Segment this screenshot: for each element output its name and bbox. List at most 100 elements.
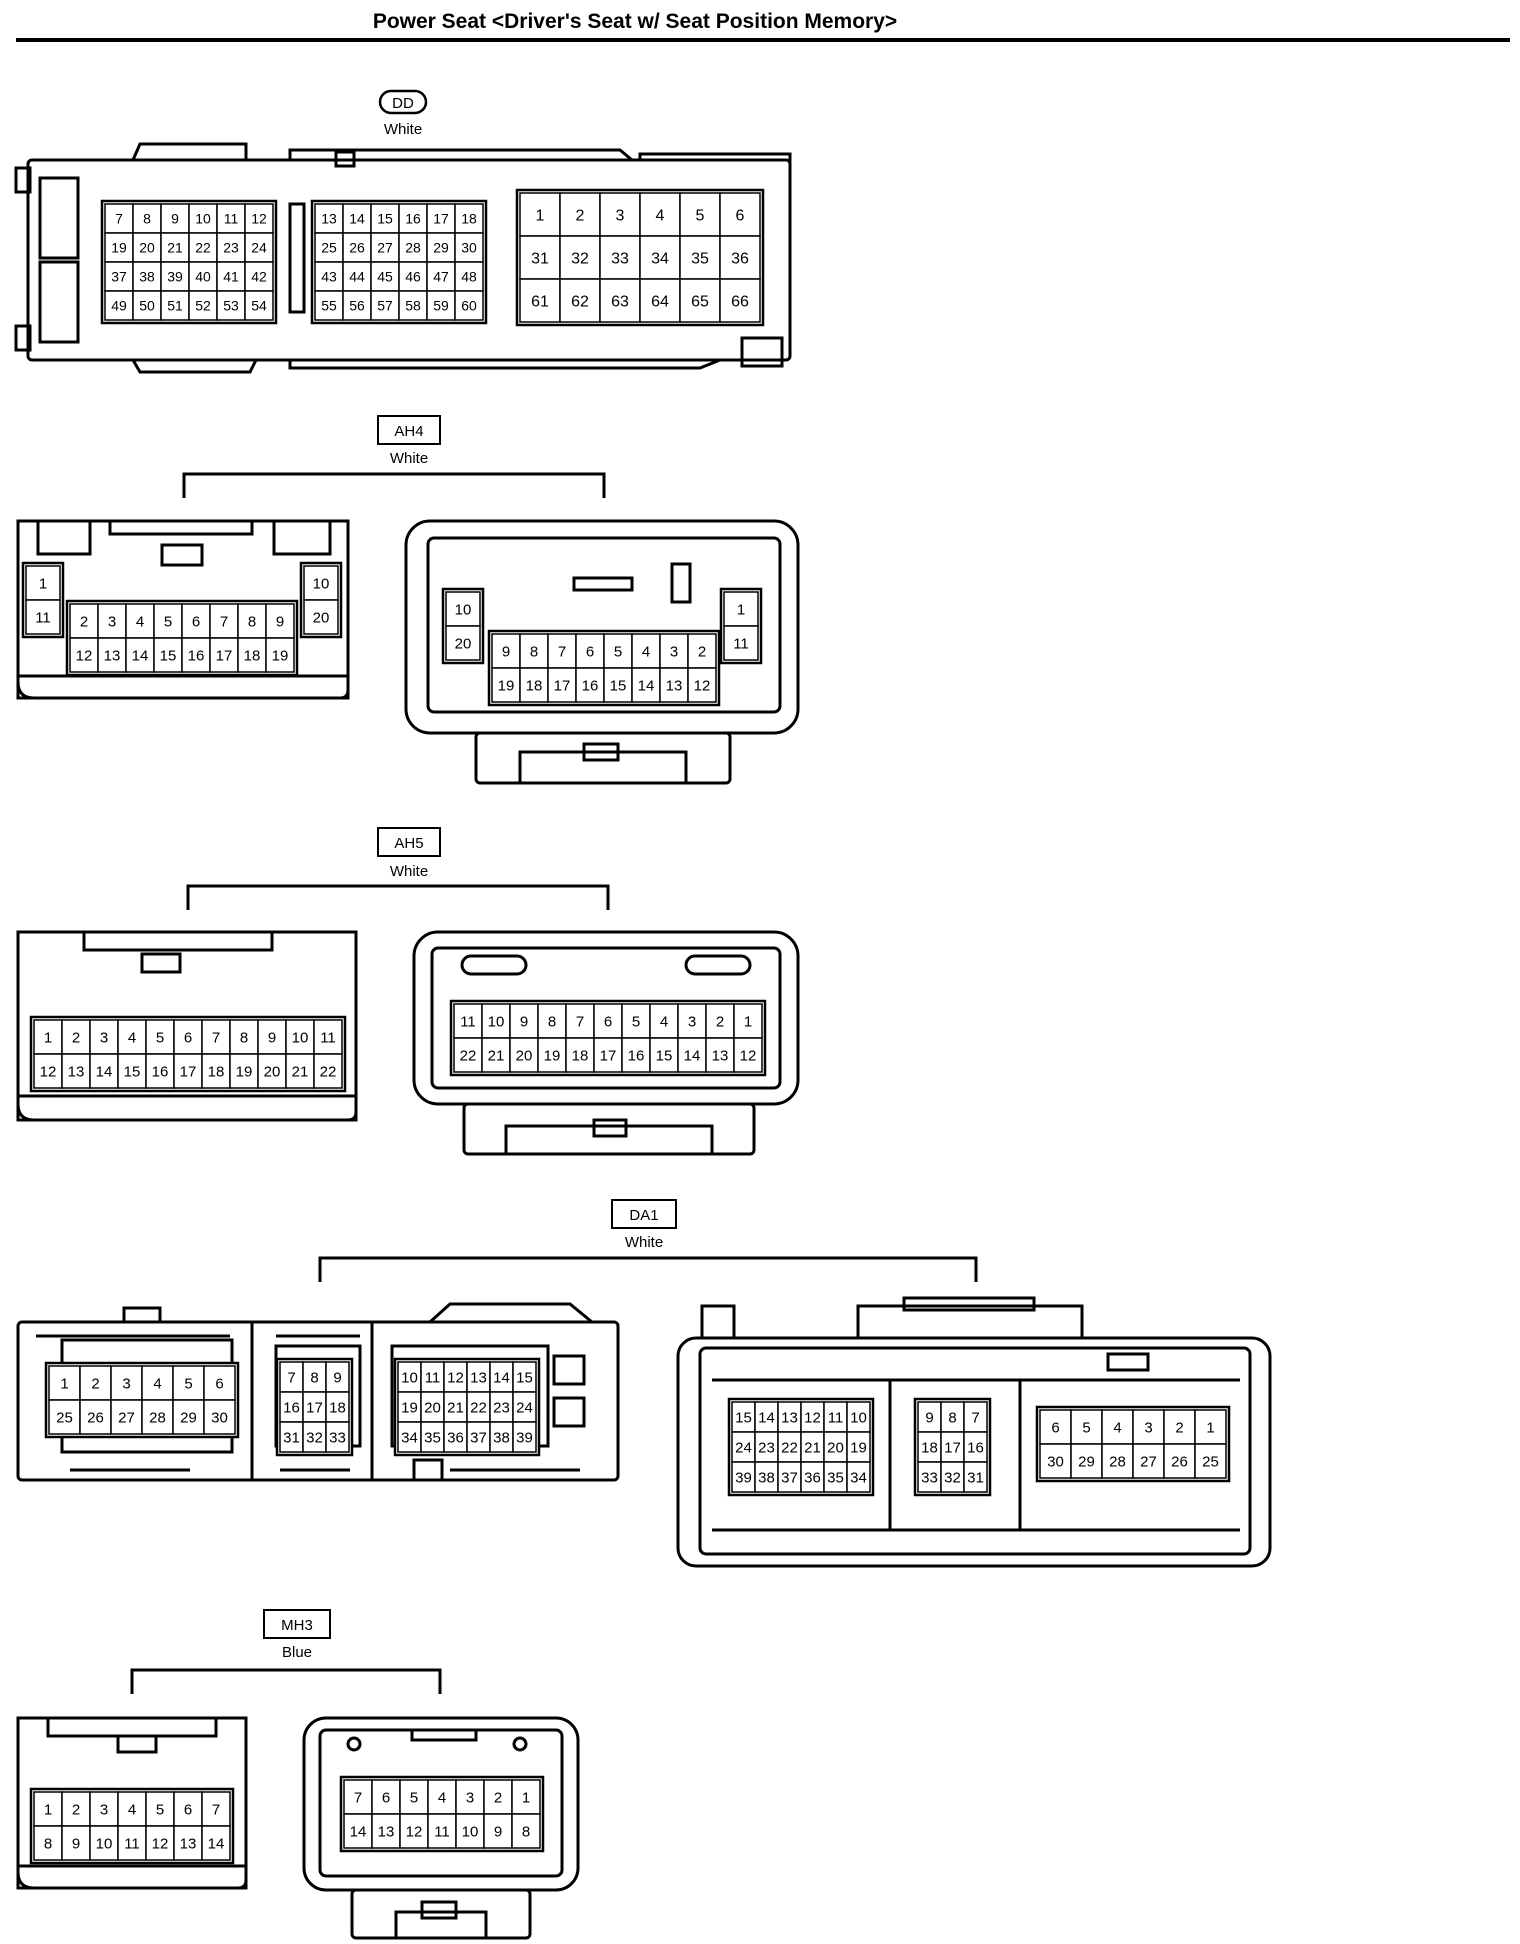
pin-number: 23 <box>493 1399 510 1416</box>
pin-number: 7 <box>354 1789 362 1806</box>
pin-number: 15 <box>610 677 627 694</box>
pin-number: 38 <box>139 269 155 285</box>
pin-number: 60 <box>461 298 477 314</box>
pin-number: 3 <box>100 1801 108 1818</box>
pin-cell <box>244 290 274 321</box>
pin-number: 4 <box>136 613 144 630</box>
pin-number: 16 <box>152 1063 169 1080</box>
connector-id: AH4 <box>394 423 423 440</box>
pin-cell <box>649 1037 679 1073</box>
pin-number: 21 <box>167 240 183 256</box>
pin-number: 25 <box>321 240 337 256</box>
pin-number: 34 <box>850 1469 867 1486</box>
connector-id: DA1 <box>629 1207 658 1224</box>
pin-number: 51 <box>167 298 183 314</box>
pin-cell <box>963 1461 988 1493</box>
pin-cell <box>639 278 681 323</box>
pin-number: 48 <box>461 269 477 285</box>
pin-cell <box>483 1813 513 1849</box>
pin-number: 5 <box>696 207 705 224</box>
pin-number: 24 <box>251 240 267 256</box>
pin-number: 20 <box>313 609 330 626</box>
pin-cell <box>97 637 127 673</box>
pin-cell <box>172 1365 205 1401</box>
pin-number: 4 <box>1113 1419 1121 1436</box>
pin-cell <box>314 232 344 263</box>
pin-cell <box>679 235 721 280</box>
pin-number: 15 <box>124 1063 141 1080</box>
pin-number: 13 <box>712 1047 729 1064</box>
pin-cell <box>846 1461 871 1493</box>
pin-number: 5 <box>156 1029 164 1046</box>
pin-number: 36 <box>804 1469 821 1486</box>
pin-cell <box>201 1825 231 1861</box>
pin-cell <box>719 235 761 280</box>
pin-number: 2 <box>494 1789 502 1806</box>
pin-cell <box>89 1019 119 1055</box>
pin-number: 10 <box>455 601 472 618</box>
pin-number: 63 <box>611 293 629 310</box>
pin-number: 3 <box>108 613 116 630</box>
pin-number: 4 <box>153 1375 161 1392</box>
pin-cell <box>512 1421 537 1453</box>
pin-cell <box>559 235 601 280</box>
pin-number: 15 <box>656 1047 673 1064</box>
pin-number: 6 <box>604 1013 612 1030</box>
pin-cell <box>639 192 681 237</box>
pin-number: 9 <box>268 1029 276 1046</box>
pin-cell <box>454 232 484 263</box>
pin-number: 3 <box>616 207 625 224</box>
pin-number: 12 <box>76 647 93 664</box>
pin-number: 14 <box>132 647 149 664</box>
pin-number: 35 <box>424 1429 441 1446</box>
pin-cell <box>69 637 99 673</box>
pin-number: 8 <box>548 1013 556 1030</box>
pin-cell <box>481 1037 511 1073</box>
pin-number: 13 <box>321 211 337 227</box>
pin-number: 9 <box>494 1823 502 1840</box>
pin-number: 14 <box>350 1823 367 1840</box>
pin-cell <box>104 232 134 263</box>
pin-cell <box>519 633 549 669</box>
pin-number: 6 <box>1051 1419 1059 1436</box>
pin-number: 52 <box>195 298 211 314</box>
pin-cell <box>69 603 99 639</box>
pin-number: 14 <box>684 1047 701 1064</box>
pin-cell <box>679 192 721 237</box>
pin-cell <box>509 1003 539 1039</box>
pin-number: 8 <box>530 643 538 660</box>
connector-id: MH3 <box>281 1617 313 1634</box>
pin-number: 27 <box>377 240 393 256</box>
view-bracket <box>186 884 610 910</box>
pin-number: 34 <box>401 1429 418 1446</box>
pin-cell <box>325 1421 350 1453</box>
pin-number: 10 <box>195 211 211 227</box>
pin-cell <box>723 591 759 627</box>
pin-cell <box>687 633 717 669</box>
pin-cell <box>61 1825 91 1861</box>
pin-number: 6 <box>382 1789 390 1806</box>
pin-number: 16 <box>967 1439 984 1456</box>
pin-number: 26 <box>1171 1453 1188 1470</box>
pin-number: 57 <box>377 298 393 314</box>
pin-cell <box>48 1365 81 1401</box>
pin-cell <box>216 261 246 292</box>
pin-number: 18 <box>208 1063 225 1080</box>
pin-cell <box>125 637 155 673</box>
connector-housing-right <box>412 930 800 1156</box>
pin-number: 14 <box>493 1369 510 1386</box>
pin-number: 36 <box>731 250 749 267</box>
pin-cell <box>426 203 456 234</box>
pin-number: 13 <box>470 1369 487 1386</box>
pin-number: 35 <box>827 1469 844 1486</box>
pin-number: 11 <box>425 1369 441 1386</box>
pin-cell <box>201 1019 231 1055</box>
pin-number: 10 <box>401 1369 418 1386</box>
pin-cell <box>61 1791 91 1827</box>
pin-number: 37 <box>470 1429 487 1446</box>
pin-number: 15 <box>160 647 177 664</box>
